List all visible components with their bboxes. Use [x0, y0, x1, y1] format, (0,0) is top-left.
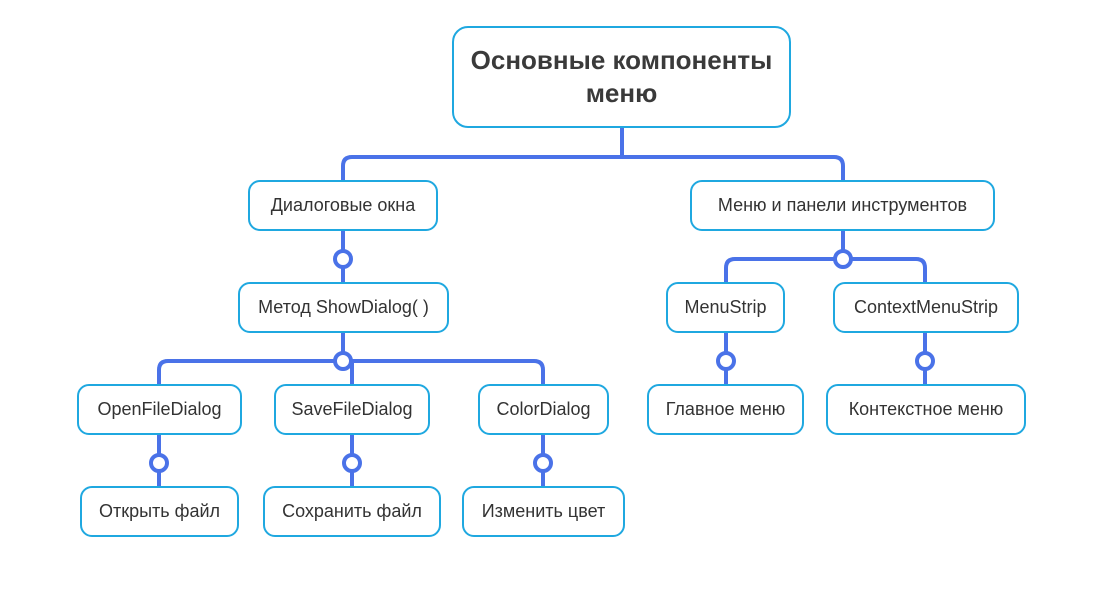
node-openfiledialog[interactable]: OpenFileDialog [77, 384, 242, 435]
node-menustrip[interactable]: MenuStrip [666, 282, 785, 333]
node-label: ContextMenuStrip [853, 297, 999, 317]
node-save-file[interactable]: Сохранить файл [263, 486, 441, 537]
node-showdialog-method[interactable]: Метод ShowDialog( ) [238, 282, 449, 333]
node-label: Меню и панели инструментов [717, 195, 968, 215]
node-label: Сохранить файл [282, 501, 422, 521]
connector-dot-icon [915, 351, 935, 371]
connector-dot-icon [342, 453, 362, 473]
connector-dot-icon [333, 351, 353, 371]
node-label: OpenFileDialog [97, 399, 222, 419]
node-contextmenustrip[interactable]: ContextMenuStrip [833, 282, 1019, 333]
node-open-file[interactable]: Открыть файл [80, 486, 239, 537]
node-label: Диалоговые окна [270, 195, 416, 215]
node-dialog-windows[interactable]: Диалоговые окна [248, 180, 438, 231]
root-node[interactable]: Основные компоненты меню [452, 26, 791, 128]
node-label: Открыть файл [98, 501, 221, 521]
node-label: Изменить цвет [481, 501, 606, 521]
connector-dot-icon [333, 249, 353, 269]
node-context-menu[interactable]: Контекстное меню [826, 384, 1026, 435]
node-menus-and-toolbars[interactable]: Меню и панели инструментов [690, 180, 995, 231]
connector-dot-icon [716, 351, 736, 371]
node-label: SaveFileDialog [291, 399, 413, 419]
connector-menus-to-strips [724, 229, 927, 284]
node-label: ColorDialog [496, 399, 591, 419]
connector-root-to-level1 [341, 126, 845, 182]
root-title: Основные компоненты меню [470, 45, 773, 108]
node-change-color[interactable]: Изменить цвет [462, 486, 625, 537]
connector-dot-icon [533, 453, 553, 473]
connector-dot-icon [833, 249, 853, 269]
node-label: Контекстное меню [848, 399, 1004, 419]
connector-dot-icon [149, 453, 169, 473]
node-label: MenuStrip [684, 297, 767, 317]
node-savefiledialog[interactable]: SaveFileDialog [274, 384, 430, 435]
node-label: Метод ShowDialog( ) [258, 297, 429, 317]
node-main-menu[interactable]: Главное меню [647, 384, 804, 435]
node-label: Главное меню [665, 399, 786, 419]
node-colordialog[interactable]: ColorDialog [478, 384, 609, 435]
